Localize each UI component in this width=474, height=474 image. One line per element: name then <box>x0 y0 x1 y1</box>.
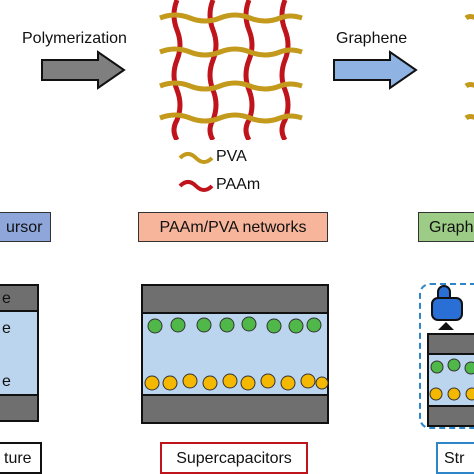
stage-label-left: ursor <box>0 212 51 242</box>
left-device-top-label: e <box>2 290 11 307</box>
yellow-particle <box>280 375 296 391</box>
graphene-network-partial <box>464 14 474 121</box>
bottom-label-right: Str <box>436 442 474 474</box>
stage-label-right: Graph <box>418 212 474 242</box>
yellow-particle <box>144 375 160 391</box>
green-particle <box>241 316 257 332</box>
green-particle <box>147 318 163 334</box>
polymerization-label: Polymerization <box>22 30 127 47</box>
green-particle <box>288 318 304 334</box>
green-particle <box>266 318 282 334</box>
paam-strand <box>279 0 291 140</box>
green-particle <box>306 317 322 333</box>
green-particle <box>447 358 461 372</box>
stage-label-middle: PAAm/PVA networks <box>138 212 328 242</box>
pva-strand <box>159 112 303 124</box>
yellow-particle <box>315 376 329 390</box>
polymerization-arrow <box>41 50 126 90</box>
green-particle <box>196 317 212 333</box>
green-particle <box>430 360 444 374</box>
strain-device <box>419 283 474 429</box>
green-particle <box>464 361 474 375</box>
pva-strand <box>159 46 303 58</box>
yellow-particle <box>447 387 461 401</box>
yellow-particle <box>202 375 218 391</box>
pva-strand <box>159 12 303 24</box>
yellow-particle <box>222 373 238 389</box>
yellow-particle <box>300 373 316 389</box>
supercapacitor-device <box>141 284 329 424</box>
green-particle <box>219 317 235 333</box>
bottom-label-supercapacitors: Supercapacitors <box>160 442 308 474</box>
paam-strand <box>171 0 183 140</box>
pressing-hand-icon <box>431 285 463 330</box>
yellow-particle <box>162 375 178 391</box>
left-device-middle-label: e <box>2 320 11 337</box>
yellow-particle <box>182 373 198 389</box>
left-device <box>0 284 39 422</box>
yellow-particle <box>240 375 256 391</box>
paam-legend-icon <box>178 180 214 192</box>
bottom-label-left: ture <box>0 442 42 474</box>
paam-legend-label: PAAm <box>216 176 261 193</box>
yellow-particle <box>260 373 276 389</box>
graphene-arrow <box>333 50 418 90</box>
yellow-particle <box>465 387 474 401</box>
paam-strand <box>243 0 255 140</box>
left-device-bottom-label: e <box>2 373 11 390</box>
yellow-particle <box>429 387 443 401</box>
green-particle <box>170 317 186 333</box>
graphene-label: Graphene <box>336 30 408 47</box>
pva-legend-label: PVA <box>216 148 247 165</box>
polymer-network <box>159 0 303 140</box>
pva-strand <box>159 80 303 92</box>
pva-legend-icon <box>178 152 214 164</box>
